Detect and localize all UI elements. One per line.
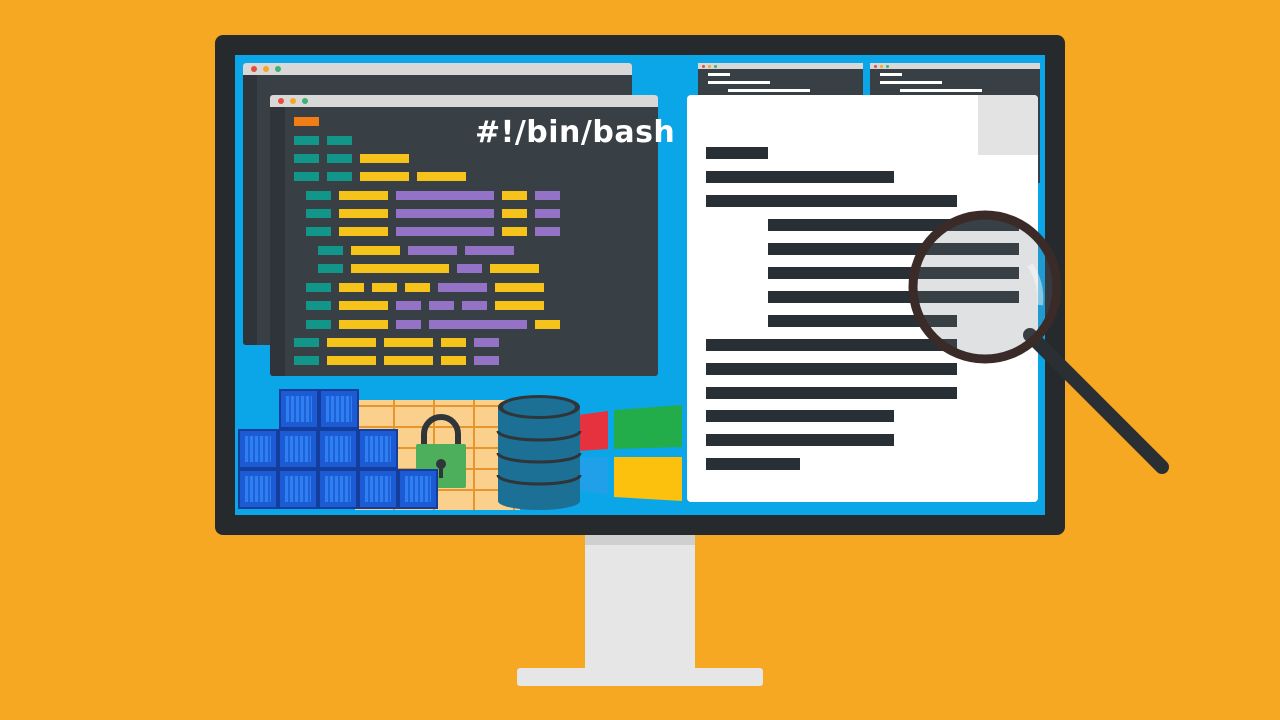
monitor-stand-base	[517, 668, 763, 686]
close-dot-icon	[874, 64, 877, 68]
minimize-dot-icon	[290, 98, 296, 104]
minimize-dot-icon	[708, 64, 711, 68]
windows-logo-icon	[578, 405, 682, 501]
back-window-titlebar	[243, 63, 632, 75]
document-folded-corner	[978, 95, 1038, 155]
close-dot-icon	[278, 98, 284, 104]
maximize-dot-icon	[714, 64, 717, 68]
minimize-dot-icon	[263, 66, 269, 72]
back-window-gutter	[243, 75, 257, 345]
database-icon	[496, 395, 582, 510]
bash-shebang-title: #!/bin/bash	[475, 115, 676, 150]
monitor-stand-shadow	[585, 535, 695, 545]
minimize-dot-icon	[880, 64, 883, 68]
maximize-dot-icon	[275, 66, 281, 72]
monitor-stand-neck	[585, 535, 695, 670]
terminal-gutter	[270, 107, 285, 376]
maximize-dot-icon	[886, 64, 889, 68]
close-dot-icon	[251, 66, 257, 72]
magnifying-glass-icon	[908, 210, 1169, 474]
close-dot-icon	[702, 64, 705, 68]
maximize-dot-icon	[302, 98, 308, 104]
terminal-titlebar	[270, 95, 658, 107]
